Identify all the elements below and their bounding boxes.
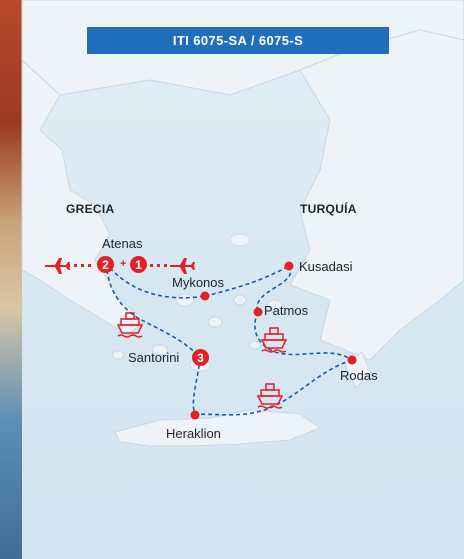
city-label-patmos: Patmos (264, 303, 309, 318)
nights-badge-athens-extra: 1 (130, 256, 147, 273)
mainland-greece (21, 58, 146, 336)
marker-kusadasi (284, 261, 294, 271)
city-label-athens: Atenas (102, 236, 143, 251)
ship-icon (260, 327, 288, 353)
nights-badge-athens: 2 (97, 256, 114, 273)
region-label-turkey: TURQUÍA (300, 202, 357, 216)
marker-patmos (253, 307, 263, 317)
route-lines (106, 265, 353, 416)
itinerary-banner: ITI 6075-SA / 6075-S (87, 27, 389, 54)
plane-icon (170, 258, 195, 274)
region-label-greece: GRECIA (66, 202, 115, 216)
city-label-mykonos: Mykonos (172, 275, 225, 290)
nights-badge-santorini: 3 (192, 349, 209, 366)
crete (114, 409, 322, 447)
port-markers (190, 261, 357, 420)
city-label-santorini: Santorini (128, 350, 180, 365)
anatolia (289, 29, 464, 361)
marker-heraklion (190, 410, 200, 420)
flight-dots (67, 264, 167, 267)
marker-mykonos (200, 291, 210, 301)
plus-sign: + (120, 258, 127, 270)
photo-edge (0, 0, 22, 559)
plane-icon (45, 258, 70, 274)
marker-rhodes (347, 355, 357, 365)
city-label-kusadasi: Kusadasi (299, 259, 353, 274)
ship-icon (116, 312, 144, 338)
ship-icon (256, 383, 284, 409)
city-label-heraklion: Heraklion (166, 426, 221, 441)
city-label-rhodes: Rodas (340, 368, 378, 383)
